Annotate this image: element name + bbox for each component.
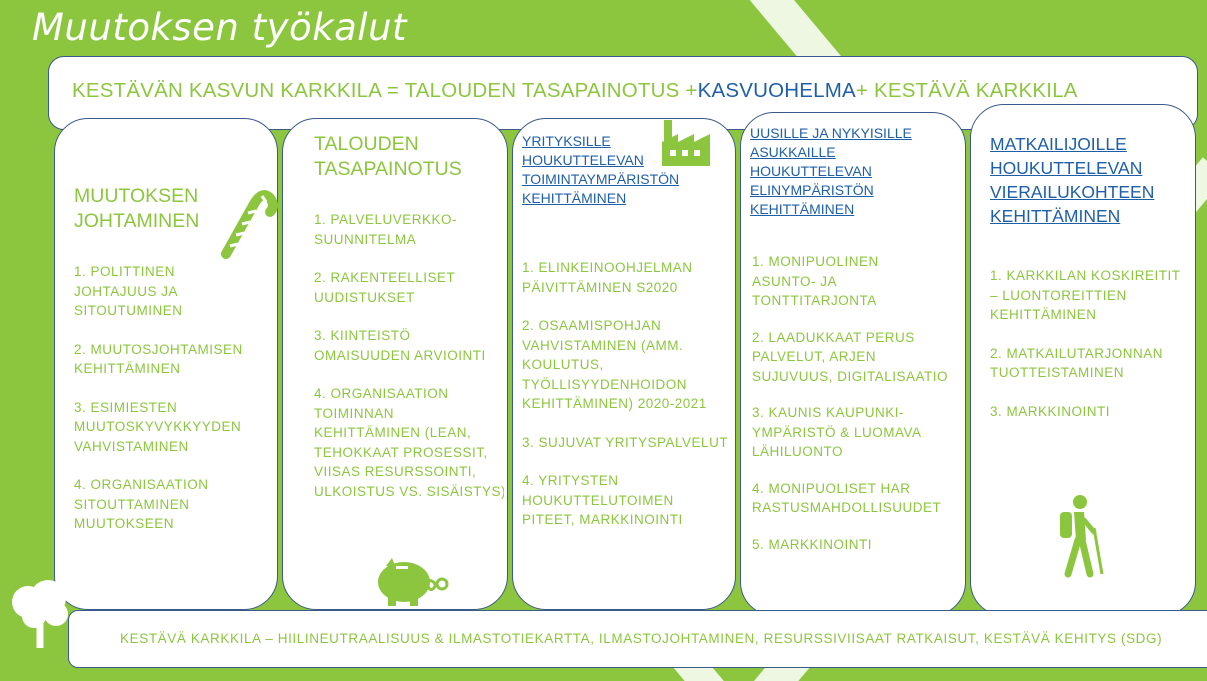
heading-line[interactable]: KEHITTÄMINEN (522, 190, 627, 206)
heading-line[interactable]: TOIMINTAYMPÄRISTÖN (522, 171, 680, 187)
factory-icon (662, 120, 710, 166)
heading-line: JOHTAMINEN (74, 210, 200, 232)
column-muutoksen-johtaminen (54, 118, 278, 610)
column-asukkaille (740, 112, 966, 616)
tree-icon (12, 580, 68, 648)
column-5-heading[interactable]: MATKAILIJOILLE HOUKUTTELEVAN VIERAILUKOH… (990, 132, 1154, 228)
heading-line[interactable]: ASUKKAILLE (750, 144, 836, 160)
column-1-heading: MUUTOKSEN JOHTAMINEN (74, 184, 199, 234)
slide-title: Muutoksen työkalut (32, 6, 408, 49)
column-2-heading: TALOUDEN TASAPAINOTUS (314, 132, 462, 182)
list-item: 3. MARKKINOINTI (990, 403, 1111, 419)
banner-part-1: KESTÄVÄN KASVUN KARKKILA = TALOUDEN TASA… (72, 79, 698, 102)
banner-box (48, 56, 1198, 130)
list-item: 3. SUJUVAT YRITYSPALVELUT (522, 434, 729, 450)
heading-line[interactable]: KEHITTÄMINEN (990, 206, 1121, 226)
heading-line[interactable]: HOUKUTTELEVAN (522, 152, 644, 168)
heading-line: TASAPAINOTUS (314, 158, 462, 180)
banner-text: KESTÄVÄN KASVUN KARKKILA = TALOUDEN TASA… (72, 79, 1078, 103)
list-item: 1. KARKKILAN KOSKIREITIT– LUONTOREITTIEN… (990, 268, 1181, 322)
column-talouden-tasapainotus (282, 118, 508, 610)
column-yrityksille (512, 118, 736, 610)
column-4-heading[interactable]: UUSILLE JA NYKYISILLE ASUKKAILLE HOUKUTT… (750, 124, 912, 219)
heading-line[interactable]: KEHITTÄMINEN (750, 201, 855, 217)
piggy-bank-icon (378, 558, 449, 606)
heading-line: MUUTOKSEN (74, 185, 199, 207)
list-item: 1. PALVELUVERKKO-SUUNNITELMA (314, 212, 458, 247)
heading-line[interactable]: HOUKUTTELEVAN (990, 158, 1143, 178)
heading-line[interactable]: VIERAILUKOHTEEN (990, 182, 1155, 202)
heading-line[interactable]: UUSILLE JA NYKYISILLE (750, 125, 912, 141)
heading-line[interactable]: YRITYKSILLE (522, 133, 611, 149)
list-item: 5. MARKKINOINTI (752, 536, 873, 552)
column-5-items: 1. KARKKILAN KOSKIREITIT– LUONTOREITTIEN… (990, 266, 1190, 440)
banner-part-2: KASVUOHELMA (697, 79, 856, 102)
hiker-icon (1060, 495, 1104, 578)
candy-cane-icon (221, 190, 278, 259)
heading-line[interactable]: HOUKUTTELEVAN (750, 163, 872, 179)
footer-text: KESTÄVÄ KARKKILA – HIILINEUTRAALISUUS & … (120, 631, 1163, 646)
heading-line: TALOUDEN (314, 133, 419, 155)
heading-line[interactable]: ELINYMPÄRISTÖN (750, 182, 874, 198)
banner-part-3: + KESTÄVÄ KARKKILA (855, 79, 1078, 102)
heading-line[interactable]: MATKAILIJOILLE (990, 134, 1127, 154)
column-2-items: 1. PALVELUVERKKO-SUUNNITELMA 2. RAKENTEE… (314, 210, 504, 520)
footer-box (68, 610, 1207, 668)
column-3-heading[interactable]: YRITYKSILLE HOUKUTTELEVAN TOIMINTAYMPÄRI… (522, 132, 679, 208)
